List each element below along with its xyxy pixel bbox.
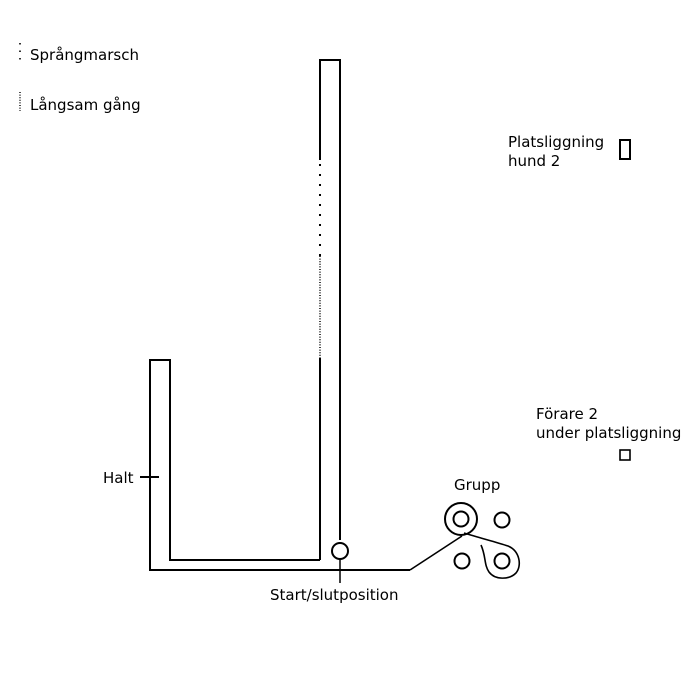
group-person-bottom-left [453, 552, 471, 570]
handler2-label-line1: Förare 2 [536, 405, 598, 423]
group-loop-path [463, 532, 521, 579]
group-figure [444, 502, 521, 579]
handler2-label-line2: under platsliggning [536, 424, 681, 442]
legend-slow-walk-label: Långsam gång [30, 96, 141, 114]
handler2-marker [619, 449, 631, 461]
right-column-outer [319, 59, 341, 540]
start-end-label: Start/slutposition [270, 586, 398, 604]
start-position-marker [331, 542, 349, 560]
course-path [140, 59, 463, 583]
halt-label: Halt [103, 469, 134, 487]
left-loop-path [149, 359, 410, 571]
dog2-stay-marker [619, 139, 631, 160]
dog2-stay-label-line1: Platsliggning [508, 133, 604, 151]
legend-sprint-label: Språngmarsch [30, 46, 139, 64]
group-person-top-left [452, 510, 470, 528]
group-person-top-right [493, 511, 511, 529]
group-person-bottom-right [493, 552, 511, 570]
dog2-stay-label-line2: hund 2 [508, 152, 560, 170]
group-person-top-left-outer [444, 502, 478, 536]
legend: Språngmarsch Långsam gång [19, 43, 141, 114]
group-label: Grupp [454, 476, 500, 494]
path-to-group [409, 535, 463, 571]
